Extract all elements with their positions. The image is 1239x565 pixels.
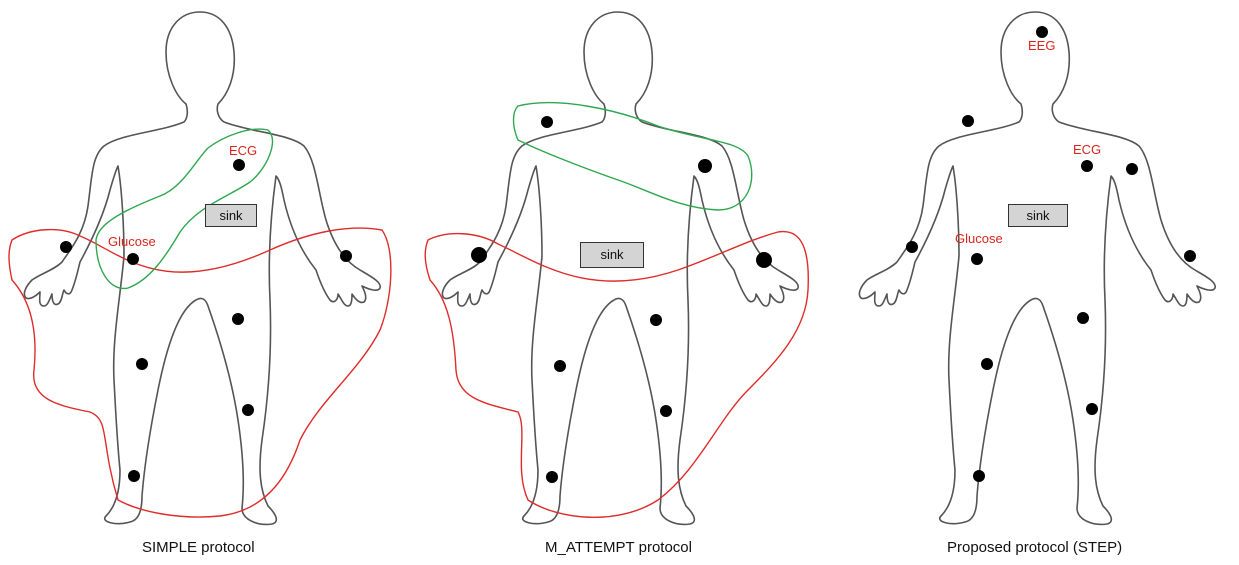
- sensor-node: [1077, 312, 1089, 324]
- sensor-node: [1126, 163, 1138, 175]
- sensor-node: [650, 314, 662, 326]
- red-cluster-region: [425, 232, 808, 518]
- panel-step: sink EEG ECG Glucose Proposed protocol (…: [835, 0, 1239, 565]
- red-cluster-region: [9, 228, 391, 517]
- sensor-node: [660, 405, 672, 417]
- sensor-node: [127, 253, 139, 265]
- sensor-node: [232, 313, 244, 325]
- sensor-node: [1036, 26, 1048, 38]
- sensor-node: [128, 470, 140, 482]
- sensor-node: [546, 471, 558, 483]
- sensor-node: [242, 404, 254, 416]
- sensor-node: [698, 159, 712, 173]
- sensor-node: [541, 116, 553, 128]
- body-diagram-simple: [0, 0, 410, 540]
- sensor-node: [973, 470, 985, 482]
- sink-node: sink: [205, 204, 257, 227]
- glucose-label: Glucose: [108, 234, 156, 249]
- sensor-node: [554, 360, 566, 372]
- sensor-node: [60, 241, 72, 253]
- sensor-node: [906, 241, 918, 253]
- body-diagram-m-attempt: [418, 0, 828, 540]
- sensor-node: [756, 252, 772, 268]
- sensor-node: [471, 247, 487, 263]
- sensor-node: [340, 250, 352, 262]
- sensor-node: [981, 358, 993, 370]
- sensor-node: [1081, 160, 1093, 172]
- sensor-node: [1086, 403, 1098, 415]
- sensor-node: [136, 358, 148, 370]
- sensor-node: [962, 115, 974, 127]
- panel-caption: M_ATTEMPT protocol: [545, 539, 692, 556]
- panel-caption: Proposed protocol (STEP): [947, 539, 1122, 556]
- sensor-node: [233, 159, 245, 171]
- sink-node: sink: [580, 242, 644, 268]
- sensor-node: [971, 253, 983, 265]
- glucose-label: Glucose: [955, 231, 1003, 246]
- body-diagram-step: [835, 0, 1239, 540]
- sink-node: sink: [1008, 204, 1068, 227]
- human-body-outline: [442, 12, 798, 524]
- panel-m-attempt: sink M_ATTEMPT protocol: [418, 0, 828, 565]
- human-body-outline: [24, 12, 380, 524]
- sensor-node: [1184, 250, 1196, 262]
- ecg-label: ECG: [1073, 142, 1101, 157]
- panel-caption: SIMPLE protocol: [142, 539, 255, 556]
- eeg-label: EEG: [1028, 38, 1055, 53]
- ecg-label: ECG: [229, 143, 257, 158]
- human-body-outline: [859, 12, 1215, 524]
- panel-simple: sink ECG Glucose SIMPLE protocol: [0, 0, 410, 565]
